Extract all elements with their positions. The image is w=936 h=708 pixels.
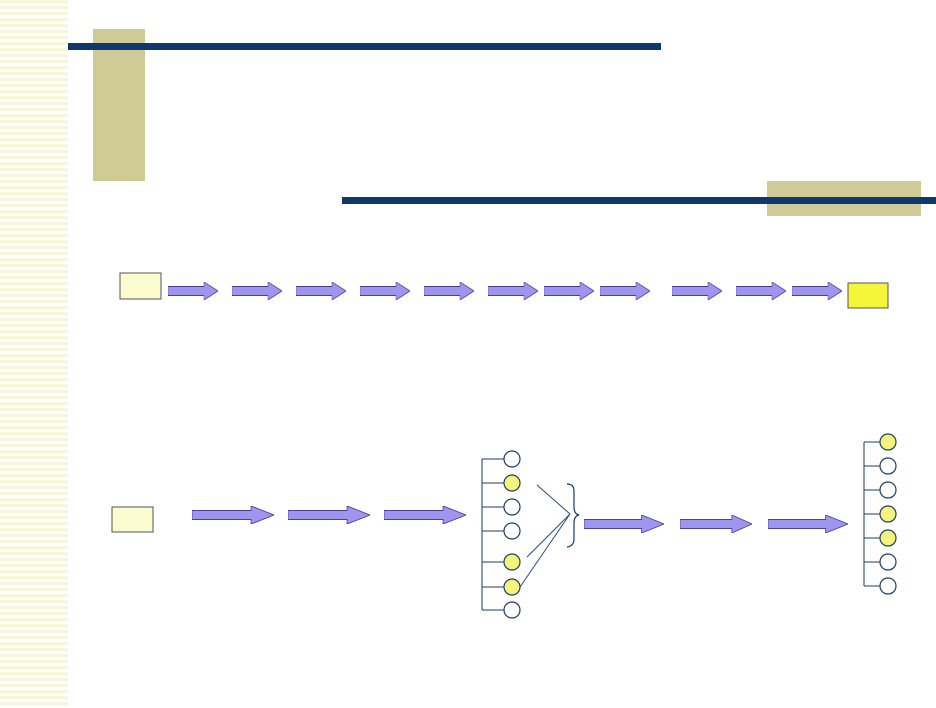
flow-arrow <box>232 282 282 300</box>
node-circle <box>503 498 521 516</box>
grouping-brace <box>566 483 580 548</box>
node-circle <box>879 553 897 571</box>
flow-arrow <box>680 515 752 533</box>
flow-arrow <box>672 282 722 300</box>
right-node-group <box>863 433 897 595</box>
flow-arrow <box>168 282 218 300</box>
flow-arrow <box>296 282 346 300</box>
khaki-accent-block-top <box>93 29 145 181</box>
node-circle <box>503 522 521 540</box>
node-circle <box>503 553 521 571</box>
flow-arrow <box>544 282 594 300</box>
flow-arrow <box>360 282 410 300</box>
flow-arrow <box>384 506 466 524</box>
left-node-group <box>481 450 521 619</box>
node-circle <box>879 481 897 499</box>
node-circle <box>879 529 897 547</box>
flow-arrow <box>192 506 274 524</box>
node-circle <box>879 505 897 523</box>
selection-connectors <box>519 484 571 588</box>
node-circle <box>503 450 521 468</box>
flow-arrow <box>488 282 538 300</box>
node-circle <box>879 457 897 475</box>
flow-arrow <box>600 282 650 300</box>
title-rule-bottom <box>342 197 936 204</box>
end-box <box>847 282 889 309</box>
title-rule-top <box>68 43 661 50</box>
top-process-row <box>119 272 889 309</box>
flow-arrow <box>768 515 848 533</box>
flow-arrow <box>288 506 370 524</box>
flow-arrow <box>792 282 842 300</box>
striped-side-band <box>0 0 68 708</box>
bottom-process-row <box>111 433 897 619</box>
start-box <box>119 272 162 300</box>
node-circle <box>879 577 897 595</box>
flow-arrow <box>584 515 664 533</box>
flow-arrow <box>736 282 786 300</box>
node-circle <box>503 578 521 596</box>
start-box <box>111 506 154 533</box>
flow-arrow <box>424 282 474 300</box>
node-circle <box>879 433 897 451</box>
node-circle <box>503 474 521 492</box>
node-circle <box>503 601 521 619</box>
